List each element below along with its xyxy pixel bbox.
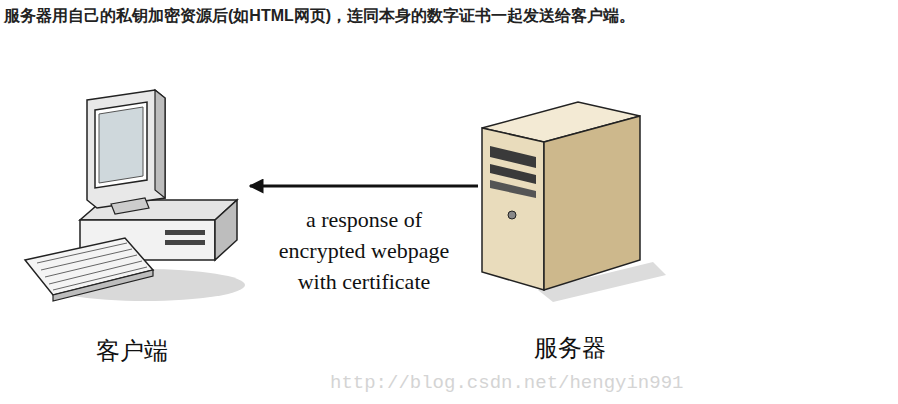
response-arrow [250,185,478,188]
watermark: http://blog.csdn.net/hengyin991 [330,372,683,394]
edge-label: a response of encrypted webpage with cer… [264,204,464,297]
node-label: 服务器 [534,332,606,364]
diagram-title: 服务器用自己的私钥加密资源后(如HTML网页)，连同本身的数字证书一起发送给客户… [4,6,635,27]
server-illustration [478,80,668,375]
computer-illustration [15,80,250,375]
node-label: 客户端 [96,335,168,367]
client-computer: 客户端 [15,80,250,375]
server-machine: 服务器 [478,80,668,375]
